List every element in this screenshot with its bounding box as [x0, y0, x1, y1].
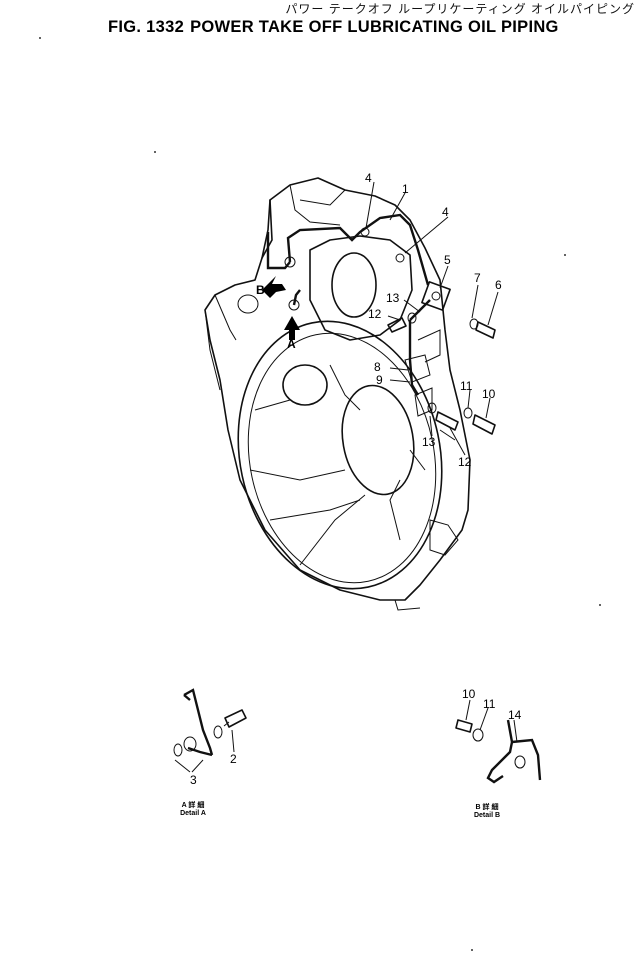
callout-9: 9 — [376, 373, 383, 387]
detail-a-caption: A 詳 細 Detail A — [168, 802, 218, 818]
detail-b-caption: B 詳 細 Detail B — [462, 804, 512, 820]
callout-labels: 4 1 4 5 7 6 13 12 8 9 11 10 13 12 B A — [256, 171, 502, 469]
bracket-lower — [414, 387, 433, 417]
callout-10: 10 — [482, 387, 496, 401]
callout-11: 11 — [460, 379, 473, 393]
bolt-6 — [469, 318, 496, 339]
callout-7: 7 — [474, 271, 481, 285]
fitting-b — [284, 256, 296, 268]
arrow-b-label: B — [256, 283, 265, 297]
japanese-title: パワー テークオフ ループリケーティング オイルパイピング — [285, 2, 635, 16]
callout-5: 5 — [444, 253, 451, 267]
clamp-4a — [360, 227, 370, 237]
callout-12: 12 — [458, 455, 472, 469]
callout-4: 4 — [442, 205, 449, 219]
detail-a-caption-en: Detail A — [180, 810, 206, 817]
clip-plate — [417, 329, 441, 363]
figure-caption: POWER TAKE OFF LUBRICATING OIL PIPING — [190, 18, 559, 36]
arrow-a — [284, 316, 300, 340]
detail-a-drawing: 2 3 — [173, 688, 247, 787]
fitting-block — [421, 281, 451, 311]
figure-number: FIG. 1332 — [108, 18, 185, 36]
flywheel-housing — [204, 177, 471, 611]
callout-11: 11 — [483, 697, 496, 711]
oil-pipe-routing — [266, 213, 431, 396]
callout-8: 8 — [374, 360, 381, 374]
callout-12: 12 — [368, 307, 382, 321]
callout-10: 10 — [462, 687, 476, 701]
bracket-8 — [404, 354, 431, 383]
pipe-a-stub — [292, 289, 301, 306]
clamp-4b — [395, 253, 405, 263]
arrow-a-label: A — [287, 337, 296, 351]
bolt-10 — [463, 407, 496, 435]
detail-b-caption-en: Detail B — [473, 812, 501, 819]
callout-13: 13 — [386, 291, 400, 305]
callout-14: 14 — [508, 708, 522, 722]
callout-2: 2 — [230, 752, 237, 766]
bolt-12-upper — [387, 312, 417, 333]
figure-title: FIG. 1332 POWER TAKE OFF LUBRICATING OIL … — [108, 18, 565, 37]
callout-4: 4 — [365, 171, 372, 185]
callout-13: 13 — [422, 435, 436, 449]
arrow-b — [262, 276, 286, 298]
detail-b-caption-jp: B 詳 細 — [475, 804, 499, 811]
callout-6: 6 — [495, 278, 502, 292]
callout-1: 1 — [402, 182, 409, 196]
callout-3: 3 — [190, 773, 197, 787]
detail-b-drawing: 10 11 14 — [455, 687, 542, 784]
detail-a-caption-jp: A 詳 細 — [181, 802, 205, 809]
leader-lines — [365, 181, 499, 456]
